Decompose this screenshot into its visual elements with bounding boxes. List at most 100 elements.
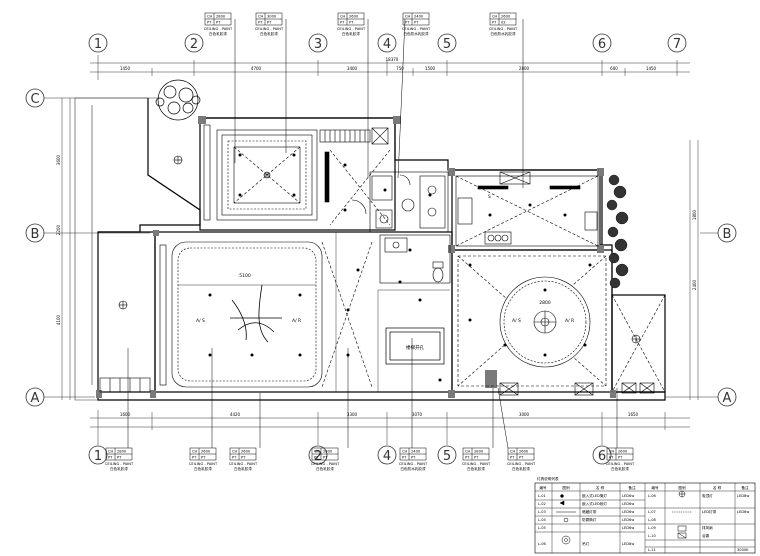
svg-text:白色乳胶漆: 白色乳胶漆 [611,466,629,471]
legend-header-code-2: 编号 [651,485,659,490]
svg-text:2400: 2400 [414,15,424,19]
svg-text:PT: PT [323,456,328,460]
svg-text:PT: PT [349,21,354,25]
ceiling-tag-top-1: CH 2800 PT PT CEILING - PAINT 白色乳胶漆 [204,12,236,163]
svg-text:白色乳胶漆: 白色乳胶漆 [467,466,485,471]
ceiling-lamp-icons [118,155,641,344]
legend-row-5-code: L-05 [538,526,546,530]
svg-text:CH: CH [510,450,516,454]
ceiling-tag-top-5: CH 2600 PT 02 CEILING - PAINT 白色防水乳胶漆 [489,12,524,188]
grid-label-top-3: 3 [314,37,322,52]
grid-bubbles-bottom [88,445,612,465]
svg-text:白色防水乳胶漆: 白色防水乳胶漆 [400,466,426,471]
svg-text:2800: 2800 [216,15,226,19]
legend-row-1-note: LED6w [622,494,634,498]
svg-text:CH: CH [207,15,213,19]
balcony-right [611,294,666,394]
legend-row-r5-code: L-09 [648,526,657,530]
ceiling-tag-top-3: CH 2600 PT PT CEILING - PAINT 白色乳胶漆 [337,12,369,178]
grid-label-bottom-4: 4 [383,449,391,464]
svg-text:CEILING - PAINT: CEILING - PAINT [462,462,491,466]
bathroom-fixtures [351,171,451,284]
legend-row-r3-note: LED6w [737,510,749,514]
legend-symbols [556,490,692,545]
svg-text:CH: CH [465,450,471,454]
svg-text:3000: 3000 [267,15,277,19]
dim-left-3: 4100 [56,314,61,325]
svg-text:PT: PT [314,456,319,460]
ceiling-tag-bottom-7: CH 2600 PT PT CEILING - PAINT 白色乳胶漆 [497,387,536,471]
legend-header-code: 编号 [539,485,547,490]
svg-text:PT: PT [414,21,419,25]
legend-table: 灯具说明列表 编号 图例 名 称 备注 编号 图例 名 称 备注 L [534,476,756,554]
dining-diameter-label: 2800 [539,300,551,306]
grid-label-bottom-5: 5 [443,449,451,464]
legend-row-5-note: LED6w [622,526,634,530]
dim-right-2: 2400 [692,279,697,290]
svg-text:CEILING - PAINT: CEILING - PAINT [402,27,431,31]
legend-row-r3-code: L-07 [648,510,656,514]
grid-label-top-5: 5 [443,37,451,52]
svg-text:CH: CH [340,15,346,19]
svg-text:CEILING - PAINT: CEILING - PAINT [204,27,233,31]
svg-text:白色乳胶漆: 白色乳胶漆 [260,31,278,36]
legend-header-symbol: 图例 [562,485,570,490]
dim-top-6: 2800 [519,66,530,71]
svg-text:CEILING - PAINT: CEILING - PAINT [229,462,258,466]
svg-text:2600: 2600 [241,450,251,454]
ceiling-tag-bottom-5: CH 2400 PT PT CEILING - PAINT 白色防水乳胶漆 [399,338,428,471]
svg-text:PT: PT [108,456,113,460]
ceiling-tag-bottom-2: CH 2600 PT PT CEILING - PAINT 白色乳胶漆 [189,348,218,471]
grid-label-top-1: 1 [94,37,102,52]
dim-top-2: 4700 [251,66,262,71]
svg-text:2600: 2600 [349,15,359,19]
grid-label-right-A: A [723,391,732,406]
svg-text:PT: PT [117,456,122,460]
svg-text:CH: CH [232,450,238,454]
closet-shelves [319,127,391,226]
legend-row-r7-code: L-11 [648,548,656,552]
wall-fills [96,116,616,398]
legend-row-3-code: L-03 [538,510,546,514]
legend-row-r1-code: L-06 [648,494,657,498]
living-width-label: 5100 [239,273,251,279]
ceiling-tag-bottom-4: CH 2800 PT PT CEILING - PAINT 白色乳胶漆 [311,348,349,471]
svg-text:白色防水乳胶漆: 白色防水乳胶漆 [403,31,429,36]
plant-icon [155,79,201,121]
svg-text:PT: PT [519,456,524,460]
svg-text:PT: PT [405,21,410,25]
grid-label-top-7: 7 [673,37,681,52]
svg-text:CH: CH [609,450,615,454]
grid-bubbles-side [25,88,737,407]
terrace-outline [74,97,148,401]
svg-text:PT: PT [411,456,416,460]
svg-text:白色防水乳胶漆: 白色防水乳胶漆 [490,31,516,36]
dim-top-3: 3400 [347,66,358,71]
legend-header-note: 备注 [628,485,636,490]
svg-text:白色乳胶漆: 白色乳胶漆 [512,466,530,471]
dim-bottom-3: 3300 [347,412,358,417]
dim-top-5: 1500 [425,66,436,71]
dim-top-8: 1450 [646,66,657,71]
svg-text:CEILING - PAINT: CEILING - PAINT [507,462,536,466]
legend-row-1-name: 嵌入式LED筒灯 [582,493,607,498]
svg-text:PT: PT [207,21,212,25]
svg-text:2800: 2800 [323,450,333,454]
dim-top-1: 1450 [120,66,131,71]
ceiling-tags-top: CH 2800 PT PT CEILING - PAINT 白色乳胶漆 CH 3… [204,12,524,188]
svg-text:PT: PT [192,456,197,460]
svg-text:PT: PT [201,456,206,460]
legend-row-2-code: L-02 [538,502,546,506]
dim-top-4: 750 [396,66,404,71]
ac-supply-label-2: A/ S [512,318,521,324]
dim-bottom-4: 3070 [412,412,423,417]
dim-top-total: 18370 [386,57,399,62]
legend-row-2-name: 嵌入式LED射灯 [582,501,607,506]
svg-text:PT: PT [241,456,246,460]
svg-text:2800: 2800 [474,450,484,454]
legend-row-r6-name: 浴霸 [702,533,710,538]
legend-extra-note: 3000K [737,548,749,552]
ceiling-tags-bottom: CH 2800 PT PT CEILING - PAINT 白色乳胶漆 CH 2… [105,338,635,471]
legend-header-name: 名 称 [596,485,605,490]
